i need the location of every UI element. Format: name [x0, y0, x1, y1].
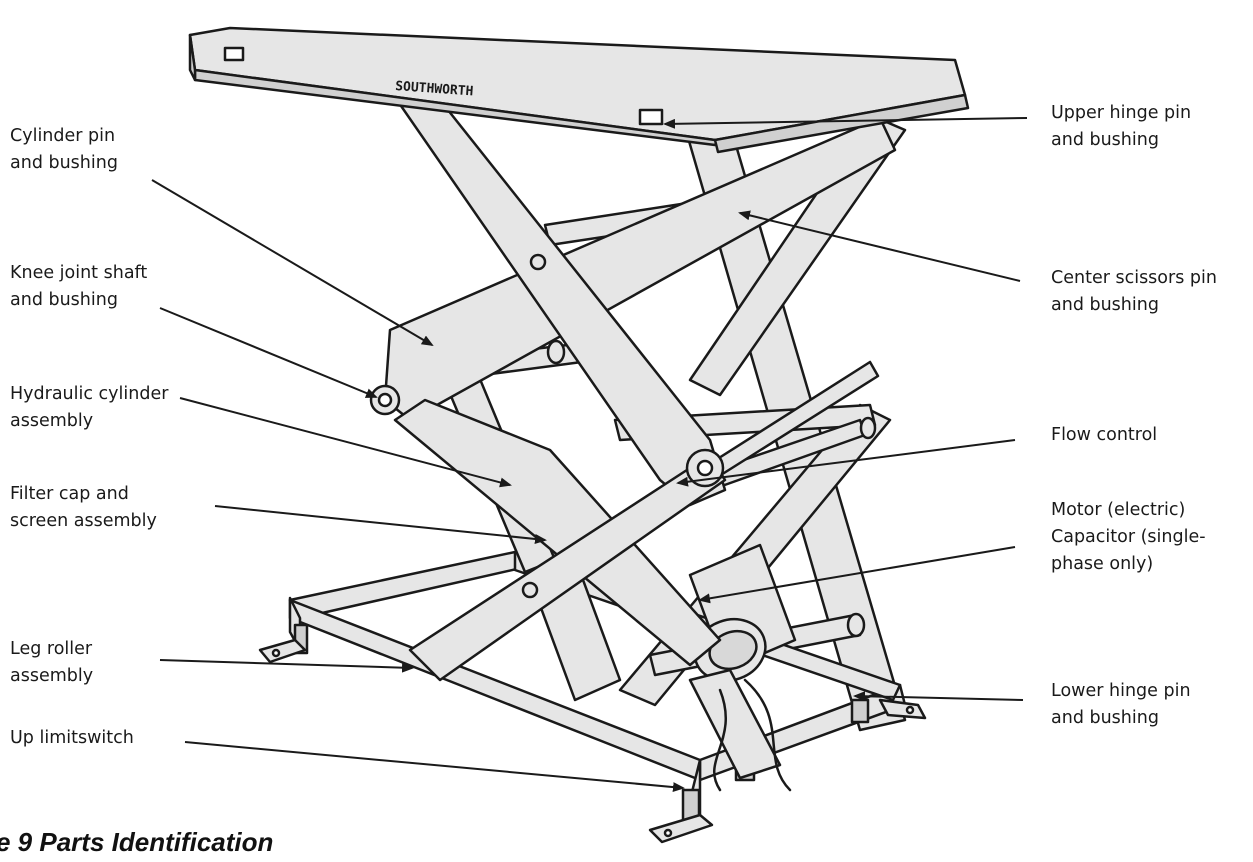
- leader-flow-control: [676, 439, 1016, 487]
- mounting-foot-front: [648, 813, 714, 844]
- front-scissor-arm-3: [393, 398, 722, 667]
- label-knee-joint: Knee joint shaft and bushing: [10, 260, 147, 314]
- front-scissor-arm-4: [408, 453, 727, 682]
- label-line: Center scissors pin: [1051, 268, 1217, 288]
- label-line: Hydraulic cylinder: [10, 384, 169, 404]
- label-line: Knee joint shaft: [10, 263, 148, 283]
- label-line: assembly: [10, 411, 94, 431]
- label-hydraulic-cylinder: Hydraulic cylinder assembly: [10, 381, 168, 435]
- label-flow-control: Flow control: [1051, 422, 1157, 449]
- label-line: Filter cap and: [10, 484, 129, 504]
- leader-upper-hinge: [663, 117, 1028, 129]
- label-line: phase only): [1051, 554, 1154, 574]
- label-line: Upper hinge pin: [1051, 103, 1192, 123]
- knee-joint-pin: [369, 384, 401, 416]
- label-lower-hinge: Lower hinge pin and bushing: [1051, 678, 1191, 732]
- label-line: Flow control: [1051, 425, 1158, 445]
- center-pin-lower: [521, 581, 539, 599]
- label-line: Motor (electric): [1051, 500, 1186, 520]
- figure-caption: e 9 Parts Identification: [0, 827, 274, 857]
- leader-filter-cap: [214, 505, 547, 544]
- brand-plate: SOUTHWORTH: [395, 79, 474, 99]
- label-up-limitswitch: Up limitswitch: [10, 725, 134, 752]
- label-motor: Motor (electric) Capacitor (single- phas…: [1051, 497, 1206, 578]
- label-center-scissors: Center scissors pin and bushing: [1051, 265, 1217, 319]
- mounting-foot-left: [258, 638, 307, 664]
- label-line: Leg roller: [10, 639, 93, 659]
- label-upper-hinge: Upper hinge pin and bushing: [1051, 100, 1191, 154]
- leader-center-scissors: [738, 210, 1021, 282]
- label-line: and bushing: [1051, 295, 1159, 315]
- leader-cylinder-pin: [151, 179, 434, 347]
- label-line: and bushing: [1051, 130, 1159, 150]
- label-leg-roller: Leg roller assembly: [10, 636, 93, 690]
- electric-motor: [688, 543, 797, 792]
- label-filter-cap: Filter cap and screen assembly: [10, 481, 157, 535]
- label-line: Capacitor (single-: [1051, 527, 1206, 547]
- label-line: Cylinder pin: [10, 126, 116, 146]
- label-line: and bushing: [1051, 708, 1159, 728]
- leader-lower-hinge: [853, 691, 1024, 702]
- mounting-foot-right: [878, 698, 927, 720]
- leader-knee-joint: [159, 307, 378, 398]
- label-cylinder-pin: Cylinder pin and bushing: [10, 123, 118, 177]
- label-line: Up limitswitch: [10, 728, 134, 748]
- label-line: Lower hinge pin: [1051, 681, 1191, 701]
- knee-pin-right: [685, 448, 725, 488]
- rear-scissor-arm-2: [688, 113, 907, 397]
- leader-motor: [698, 546, 1016, 604]
- label-line: assembly: [10, 666, 94, 686]
- center-pin-upper: [529, 253, 547, 271]
- label-line: and bushing: [10, 290, 118, 310]
- leader-up-limitswitch: [184, 741, 685, 793]
- leader-leg-roller: [159, 659, 414, 673]
- label-line: screen assembly: [10, 511, 157, 531]
- label-line: and bushing: [10, 153, 118, 173]
- platform-top: [188, 26, 970, 154]
- leader-hydraulic-cylinder: [179, 397, 512, 488]
